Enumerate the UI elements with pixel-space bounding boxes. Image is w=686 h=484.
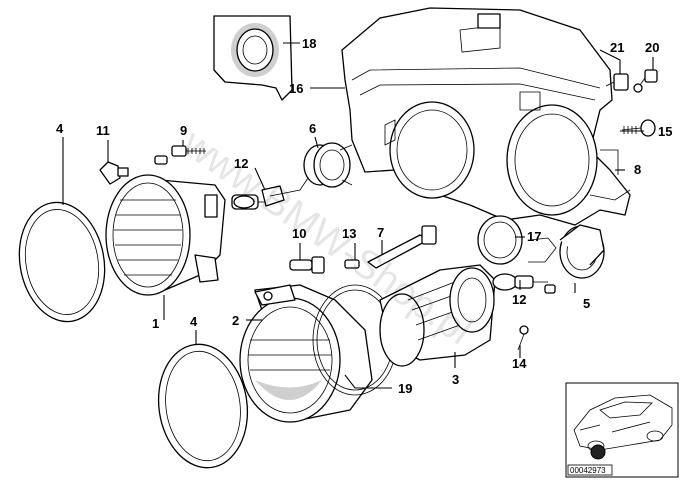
headlight-unit-2 (239, 284, 373, 423)
callout-6: 6 (309, 121, 316, 136)
headlight-unit-1 (105, 174, 226, 296)
callout-1: 1 (152, 316, 159, 331)
callout-4-upper: 4 (56, 121, 64, 136)
callout-21: 21 (610, 40, 624, 55)
bulb-12-lower (492, 273, 548, 291)
callout-16: 16 (289, 81, 303, 96)
callout-14: 14 (512, 356, 527, 371)
bulb-holder-6 (303, 142, 353, 188)
screw-14 (517, 325, 529, 351)
callout-4-lower: 4 (190, 314, 198, 329)
cap-5 (528, 224, 605, 294)
clip-20 (633, 69, 658, 93)
callout-7: 7 (377, 225, 384, 240)
trim-ring-4-lower (157, 343, 249, 469)
callout-8: 8 (634, 162, 641, 177)
headlight-housing (341, 7, 631, 226)
bulb-13 (344, 259, 360, 269)
reflector-3 (379, 264, 496, 367)
car-icon (573, 394, 673, 460)
callout-20: 20 (645, 40, 659, 55)
thumbnail-code: 00042973 (570, 466, 606, 475)
callout-9: 9 (180, 123, 187, 138)
callout-12-lower: 12 (512, 292, 526, 307)
callout-15: 15 (658, 124, 672, 139)
callout-13: 13 (342, 226, 356, 241)
thumbnail-box: 00042973 (565, 382, 679, 478)
cap-17 (477, 215, 523, 265)
screw-9 (154, 145, 206, 165)
callout-17: 17 (527, 229, 541, 244)
screw-15 (621, 119, 656, 137)
callout-12-upper: 12 (234, 156, 248, 171)
callout-2: 2 (232, 313, 239, 328)
callout-19: 19 (398, 381, 412, 396)
callout-10: 10 (292, 226, 306, 241)
clip-21 (605, 73, 629, 91)
socket-12-upper (261, 177, 309, 207)
bulb-10 (289, 256, 325, 274)
bracket-18 (213, 15, 293, 101)
callout-18: 18 (302, 36, 316, 51)
leader-lines (62, 42, 654, 389)
trim-ring-4-upper (18, 201, 106, 323)
callout-labels: 1 2 3 4 4 5 6 7 8 9 10 11 12 12 13 14 15… (56, 36, 672, 396)
callout-11: 11 (96, 123, 110, 138)
bulb-left (231, 194, 268, 210)
callout-3: 3 (452, 372, 459, 387)
location-marker (590, 444, 606, 460)
wire-harness-7 (367, 225, 437, 269)
adjuster-11 (99, 161, 129, 185)
callout-5: 5 (583, 296, 590, 311)
